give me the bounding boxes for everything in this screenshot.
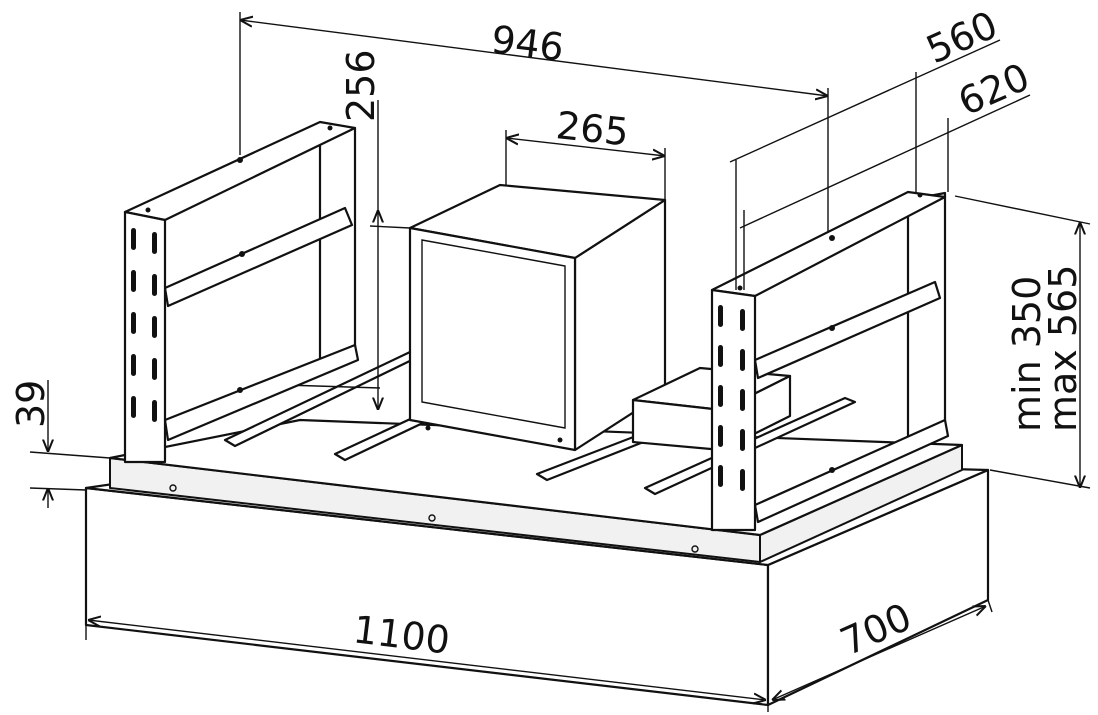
ext-line — [369, 225, 411, 229]
dim-label-265: 265 — [554, 103, 631, 154]
left-back-post — [318, 126, 357, 369]
dim-label-256: 256 — [339, 49, 383, 122]
dim-label-946: 946 — [489, 17, 566, 70]
right-front-post — [710, 288, 757, 532]
left-frame — [123, 120, 360, 464]
right-frame — [710, 190, 950, 532]
ext-line — [29, 487, 87, 491]
dim-line-1100 — [88, 620, 766, 700]
screw-hole — [691, 545, 699, 553]
left-post-slots — [131, 228, 157, 422]
dim-line-265 — [506, 138, 665, 156]
dim-label-620: 620 — [952, 55, 1036, 125]
motor-box — [408, 183, 667, 452]
connector-front — [631, 398, 724, 452]
right-post-slots — [718, 305, 745, 491]
screw-hole — [169, 484, 177, 492]
motor-box-front — [408, 226, 577, 452]
dim-label-560: 560 — [920, 3, 1004, 73]
ext-line — [954, 195, 1091, 225]
left-front-post — [123, 210, 167, 464]
ext-line — [987, 599, 993, 613]
dim-label-39: 39 — [9, 380, 53, 428]
dim-line-946 — [240, 20, 828, 96]
right-middle-bar — [753, 280, 942, 380]
left-bottom-bar — [163, 343, 360, 442]
dimension-labels: 946 265 256 560 620 min 350 max 565 39 1… — [9, 3, 1085, 665]
ext-line — [29, 451, 111, 459]
dimension-lines — [29, 12, 1091, 712]
right-back-post — [906, 191, 947, 439]
dim-label-height-max: max 565 — [1041, 265, 1085, 432]
leader-620 — [739, 94, 1031, 229]
motor-box-panel — [421, 239, 566, 429]
right-bottom-bar — [753, 418, 950, 524]
dim-line-700 — [772, 606, 986, 700]
dim-label-height-min: min 350 — [1005, 276, 1049, 432]
screw-hole — [428, 514, 436, 522]
leader-560 — [729, 39, 1001, 163]
guide-line — [284, 384, 381, 389]
ext-line — [989, 469, 1091, 489]
left-middle-bar — [163, 206, 354, 308]
